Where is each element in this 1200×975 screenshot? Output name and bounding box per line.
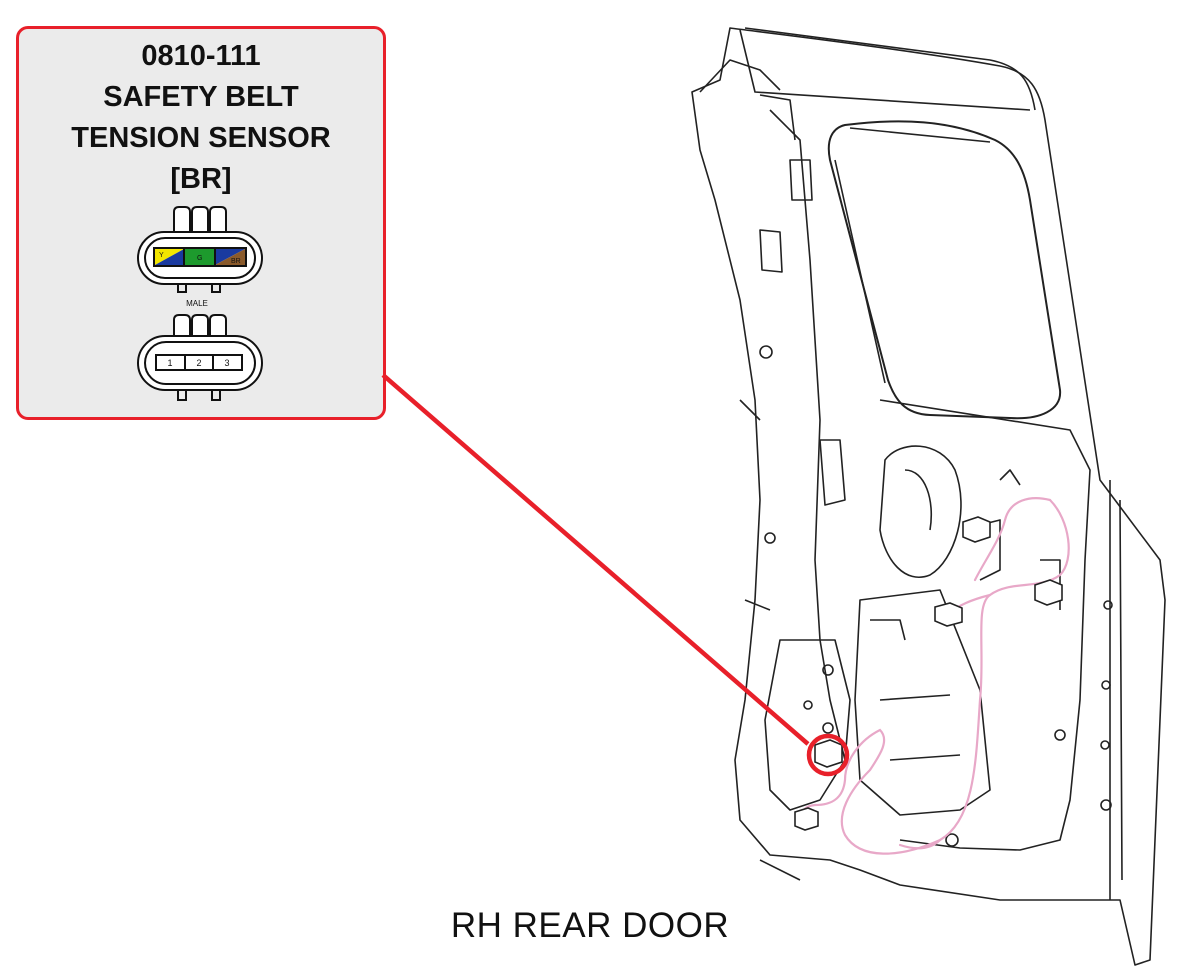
male-connector-pin-labels: Y G BR [159,252,241,265]
male-connector-view [137,206,263,293]
door-connectors [794,516,1063,831]
door-connector-b [1034,579,1063,606]
connector-name-line1: SAFETY BELT [103,81,299,113]
pin2-number: 2 [196,358,201,368]
callout-title: 0810-111 SAFETY BELT TENSION SENSOR [BR] [16,36,386,200]
callout-highlight-circle [806,733,850,777]
numbered-connector-pin-labels: 1 2 3 [167,358,229,368]
connector-name-line2: TENSION SENSOR [71,122,331,154]
callout-leader-line [381,373,810,746]
pin2-color-label: G [197,255,202,262]
door-connector-d [794,807,819,831]
pin1-blue-half [155,249,184,265]
pin3-number: 3 [224,358,229,368]
pin1-color-label: Y [159,252,164,259]
door-connector-a [962,516,991,543]
connector-code: 0810-111 [141,40,261,72]
connector-color-code: [BR] [170,163,232,195]
door-connector-c [934,602,963,627]
pin3-brown-half [215,249,245,265]
pin2-green [185,249,215,265]
door-caption: RH REAR DOOR [450,906,730,945]
male-label: MALE [186,299,208,308]
tension-sensor-connector [814,739,843,768]
pin3-color-label: BR [231,258,241,265]
wiring-harness [801,497,1070,855]
numbered-connector-view [137,314,263,401]
rear-door-drawing [691,27,1166,966]
pin1-number: 1 [167,358,172,368]
